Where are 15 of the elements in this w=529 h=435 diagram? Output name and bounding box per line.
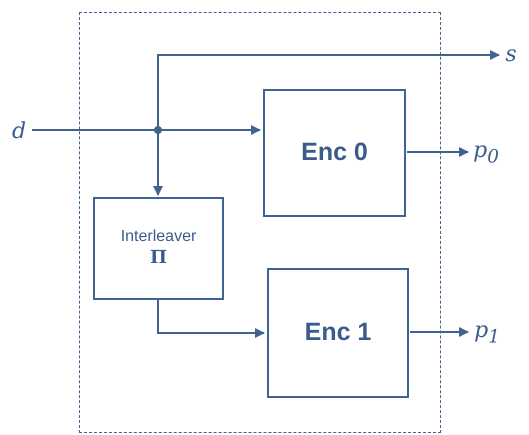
interleaver-block	[93, 197, 224, 300]
arrow	[407, 147, 469, 157]
signal-label: p$_{0}$	[473, 136, 499, 170]
arrow	[410, 327, 469, 337]
block-label: Interleaver	[120, 227, 196, 248]
block-label: Enc 1	[304, 317, 372, 348]
signal-label: s	[505, 41, 517, 69]
encoder-block	[267, 268, 409, 398]
signal-label: d	[12, 118, 26, 146]
encoder-block	[263, 89, 406, 217]
signal-label: p$_{1}$	[474, 316, 500, 350]
permutation-symbol: Π	[150, 247, 167, 270]
arrow	[157, 300, 265, 338]
dashed-boundary-box	[79, 12, 441, 433]
block-label: Enc 0	[301, 137, 368, 168]
